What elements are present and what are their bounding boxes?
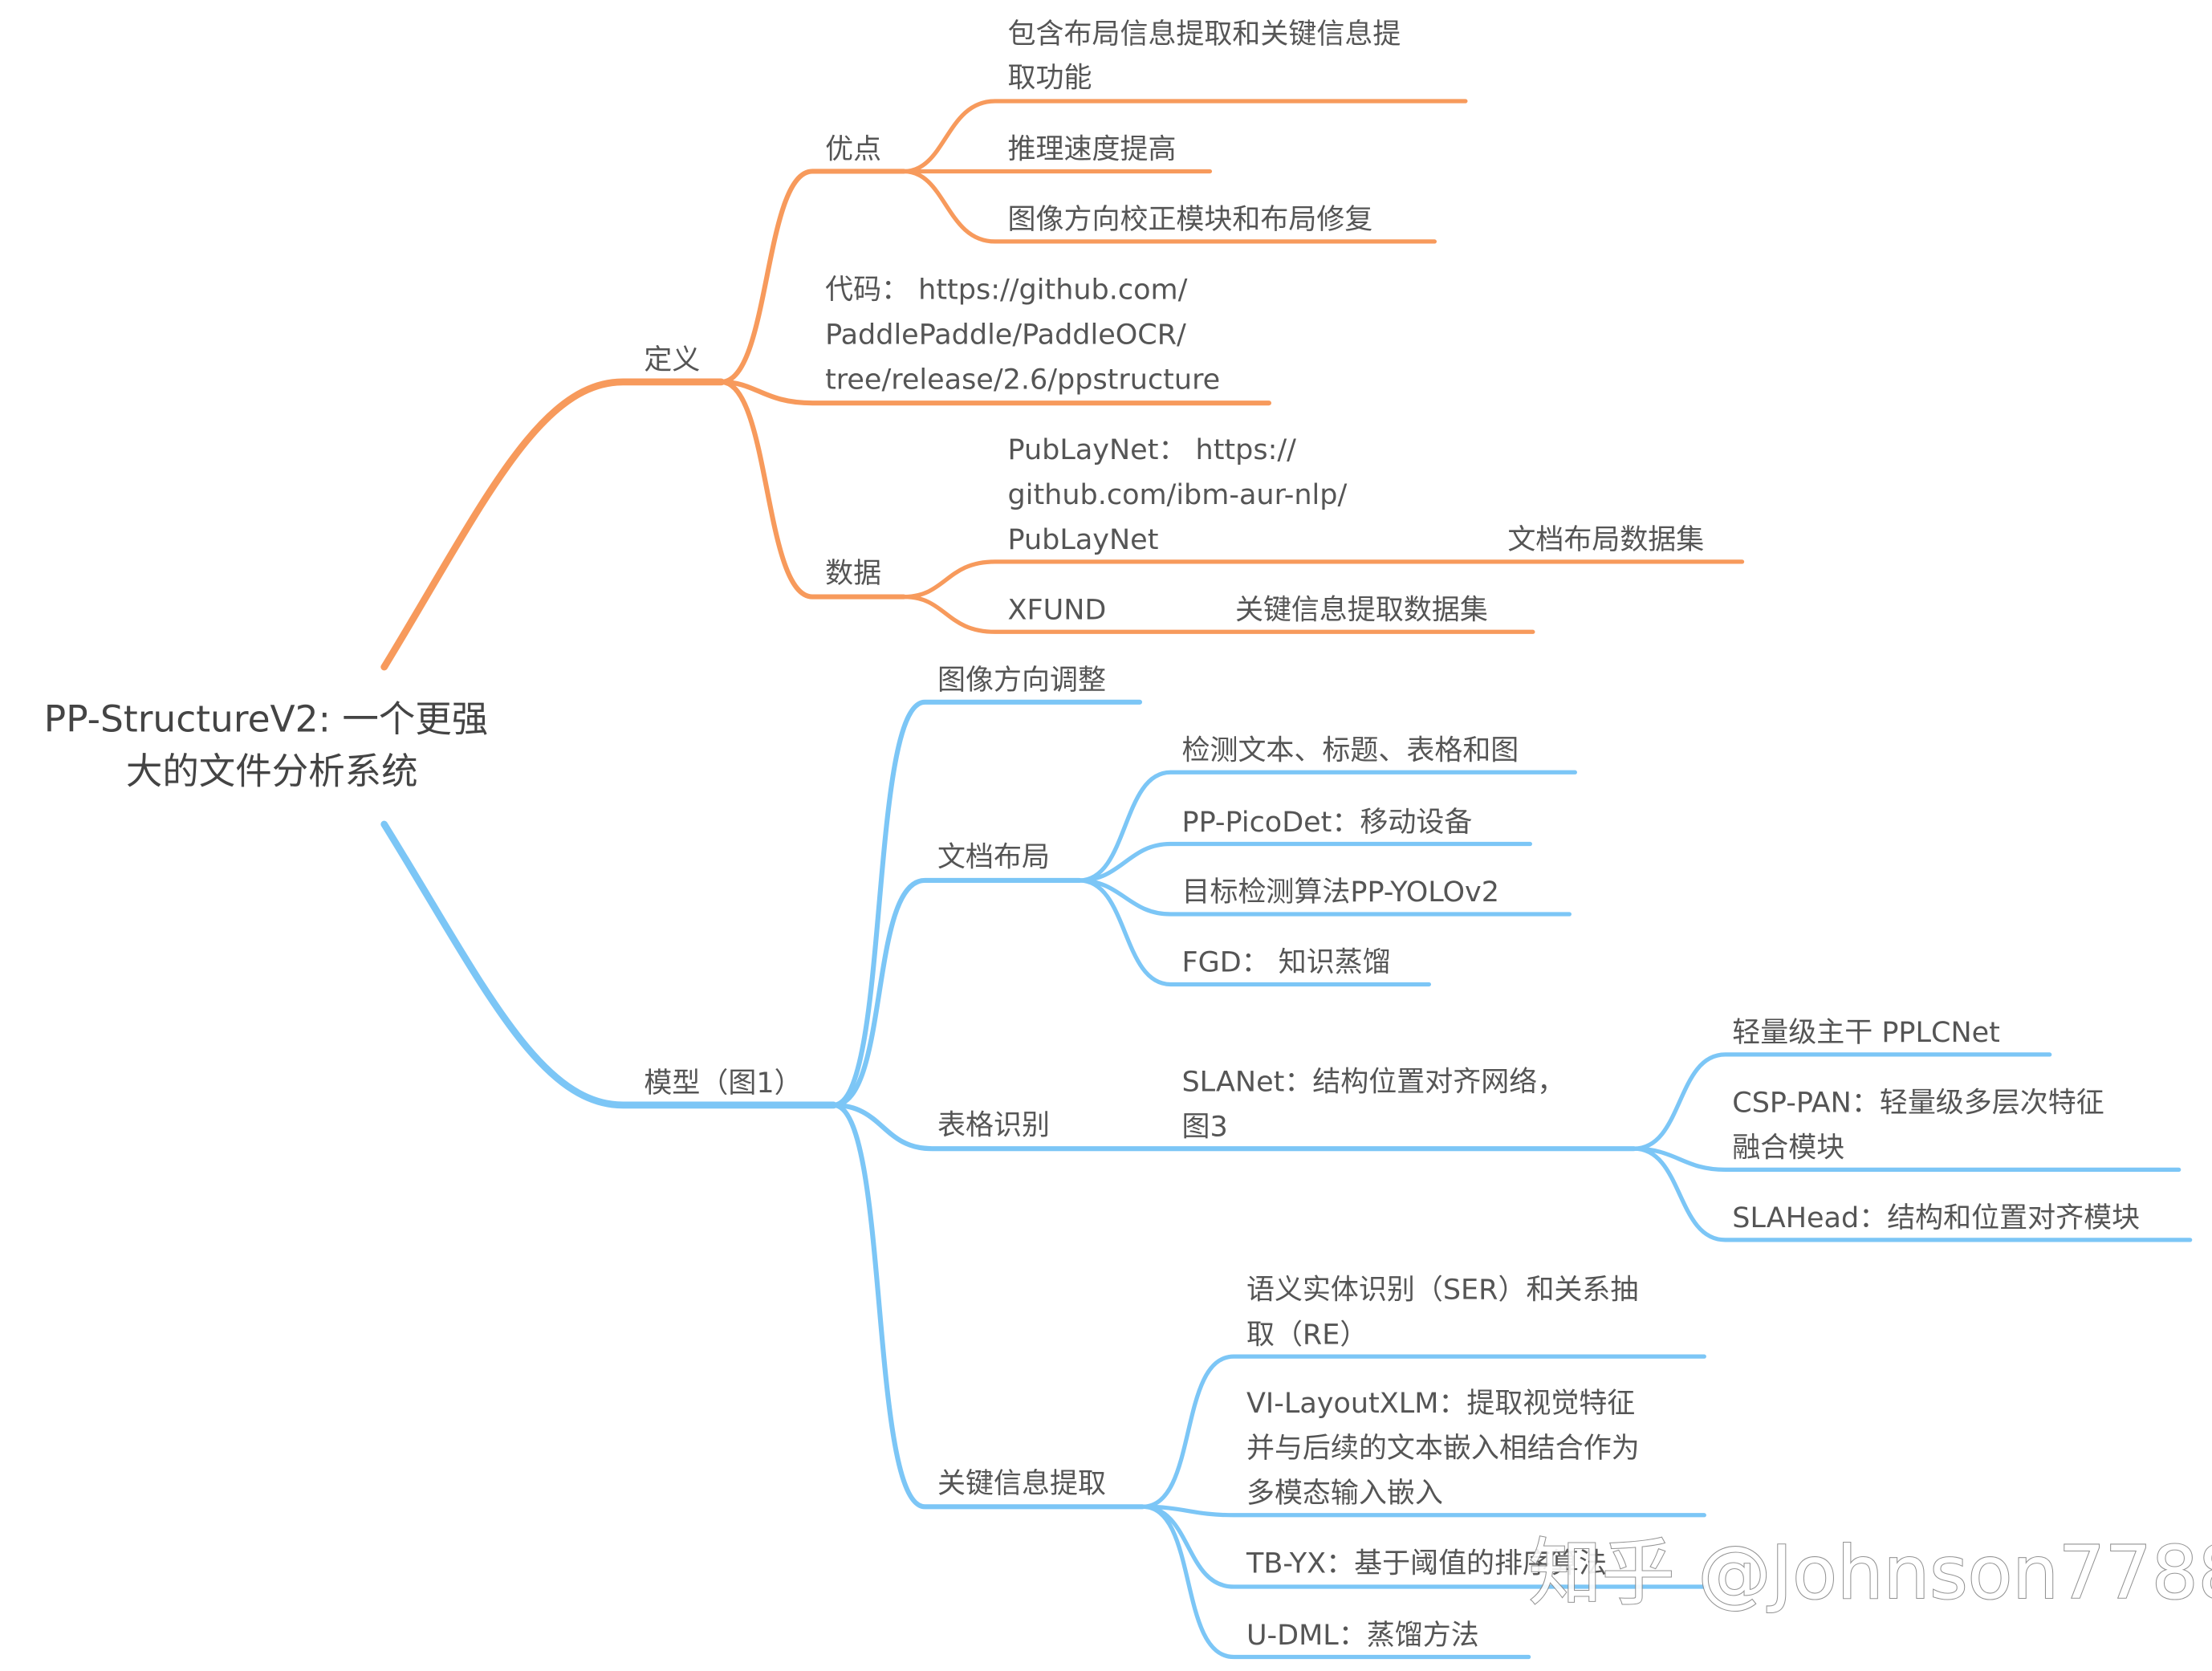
advantages-label[interactable]: 优点 — [825, 134, 881, 166]
connector-code — [718, 379, 1272, 406]
connector-table-1 — [1632, 1052, 2052, 1151]
connector-layout-2 — [1077, 841, 1532, 883]
connector-root-model — [380, 820, 837, 1109]
layout-item[interactable]: PP-PicoDet：移动设备 — [1181, 807, 1472, 839]
connector-layout-1 — [1077, 770, 1577, 883]
connector-root-definition — [380, 378, 725, 671]
advantage-item[interactable]: 推理速度提高 — [1008, 134, 1177, 166]
layout-item[interactable]: 检测文本、标题、表格和图 — [1181, 735, 1519, 767]
table-item[interactable]: 轻量级主干 PPLCNet — [1732, 1017, 2000, 1049]
layout-label[interactable]: 文档布局 — [937, 841, 1050, 873]
model-branch — [380, 699, 2193, 1660]
connector-adv-3 — [901, 169, 1437, 244]
connector-layout-4 — [1077, 878, 1432, 987]
table-item[interactable]: CSP-PAN：轻量级多层次特征 融合模块 — [1732, 1088, 2113, 1165]
image-orientation-label[interactable]: 图像方向调整 — [937, 665, 1106, 697]
connector-table — [831, 1102, 1637, 1152]
dataset-item[interactable]: PubLayNet： https:// github.com/ibm-aur-n… — [1008, 434, 1356, 556]
code-link-node[interactable]: 代码： https://github.com/ PaddlePaddle/Pad… — [825, 274, 1220, 396]
root-topic[interactable]: PP-StructureV2: 一个更强 大的文件分析系统 — [44, 698, 500, 793]
dataset-item[interactable]: XFUND — [1008, 595, 1107, 627]
dataset-note: 关键信息提取数据集 — [1235, 595, 1488, 627]
dataset-note: 文档布局数据集 — [1507, 524, 1704, 556]
connector-data — [718, 379, 907, 600]
kie-item[interactable]: VI-LayoutXLM：提取视觉特征 并与后续的文本嵌入相结合作为 多模态输入… — [1246, 1388, 1649, 1510]
connector-advantages — [718, 169, 907, 384]
connector-kie-4 — [1140, 1504, 1531, 1660]
table-item[interactable]: SLAHead：结构和位置对齐模块 — [1732, 1202, 2140, 1234]
advantage-item[interactable]: 图像方向校正模块和布局修复 — [1008, 204, 1373, 236]
kie-item[interactable]: U-DML：蒸馏方法 — [1246, 1620, 1479, 1652]
watermark: 知乎 @Johnson7788 — [1529, 1531, 2212, 1616]
kie-item[interactable]: 语义实体识别（SER）和关系抽 取（RE） — [1246, 1274, 1648, 1351]
data-label[interactable]: 数据 — [825, 558, 881, 590]
definition-branch — [380, 99, 1745, 671]
model-label[interactable]: 模型（图1） — [644, 1067, 802, 1100]
connector-data-1 — [901, 559, 1745, 600]
connector-kie — [831, 1102, 1145, 1510]
connector-table-3 — [1632, 1146, 2193, 1242]
definition-label[interactable]: 定义 — [644, 344, 700, 376]
connector-data-2 — [901, 594, 1535, 634]
kie-label[interactable]: 关键信息提取 — [937, 1468, 1106, 1500]
kie-item[interactable]: TB-YX：基于阈值的排序算法 — [1246, 1548, 1607, 1580]
layout-item[interactable]: 目标检测算法PP-YOLOv2 — [1181, 876, 1499, 909]
layout-item[interactable]: FGD： 知识蒸馏 — [1181, 947, 1390, 979]
slanet-node[interactable]: SLANet：结构位置对齐网络， 图3 — [1181, 1066, 1574, 1143]
connector-image-orientation — [831, 699, 1143, 1108]
connector-kie-1 — [1140, 1354, 1706, 1509]
connector-table-2 — [1632, 1146, 2182, 1173]
advantage-item[interactable]: 包含布局信息提取和关键信息提 取功能 — [1008, 18, 1410, 94]
connector-adv-1 — [901, 99, 1468, 174]
connector-layout — [831, 877, 1082, 1108]
table-label[interactable]: 表格识别 — [937, 1110, 1050, 1142]
